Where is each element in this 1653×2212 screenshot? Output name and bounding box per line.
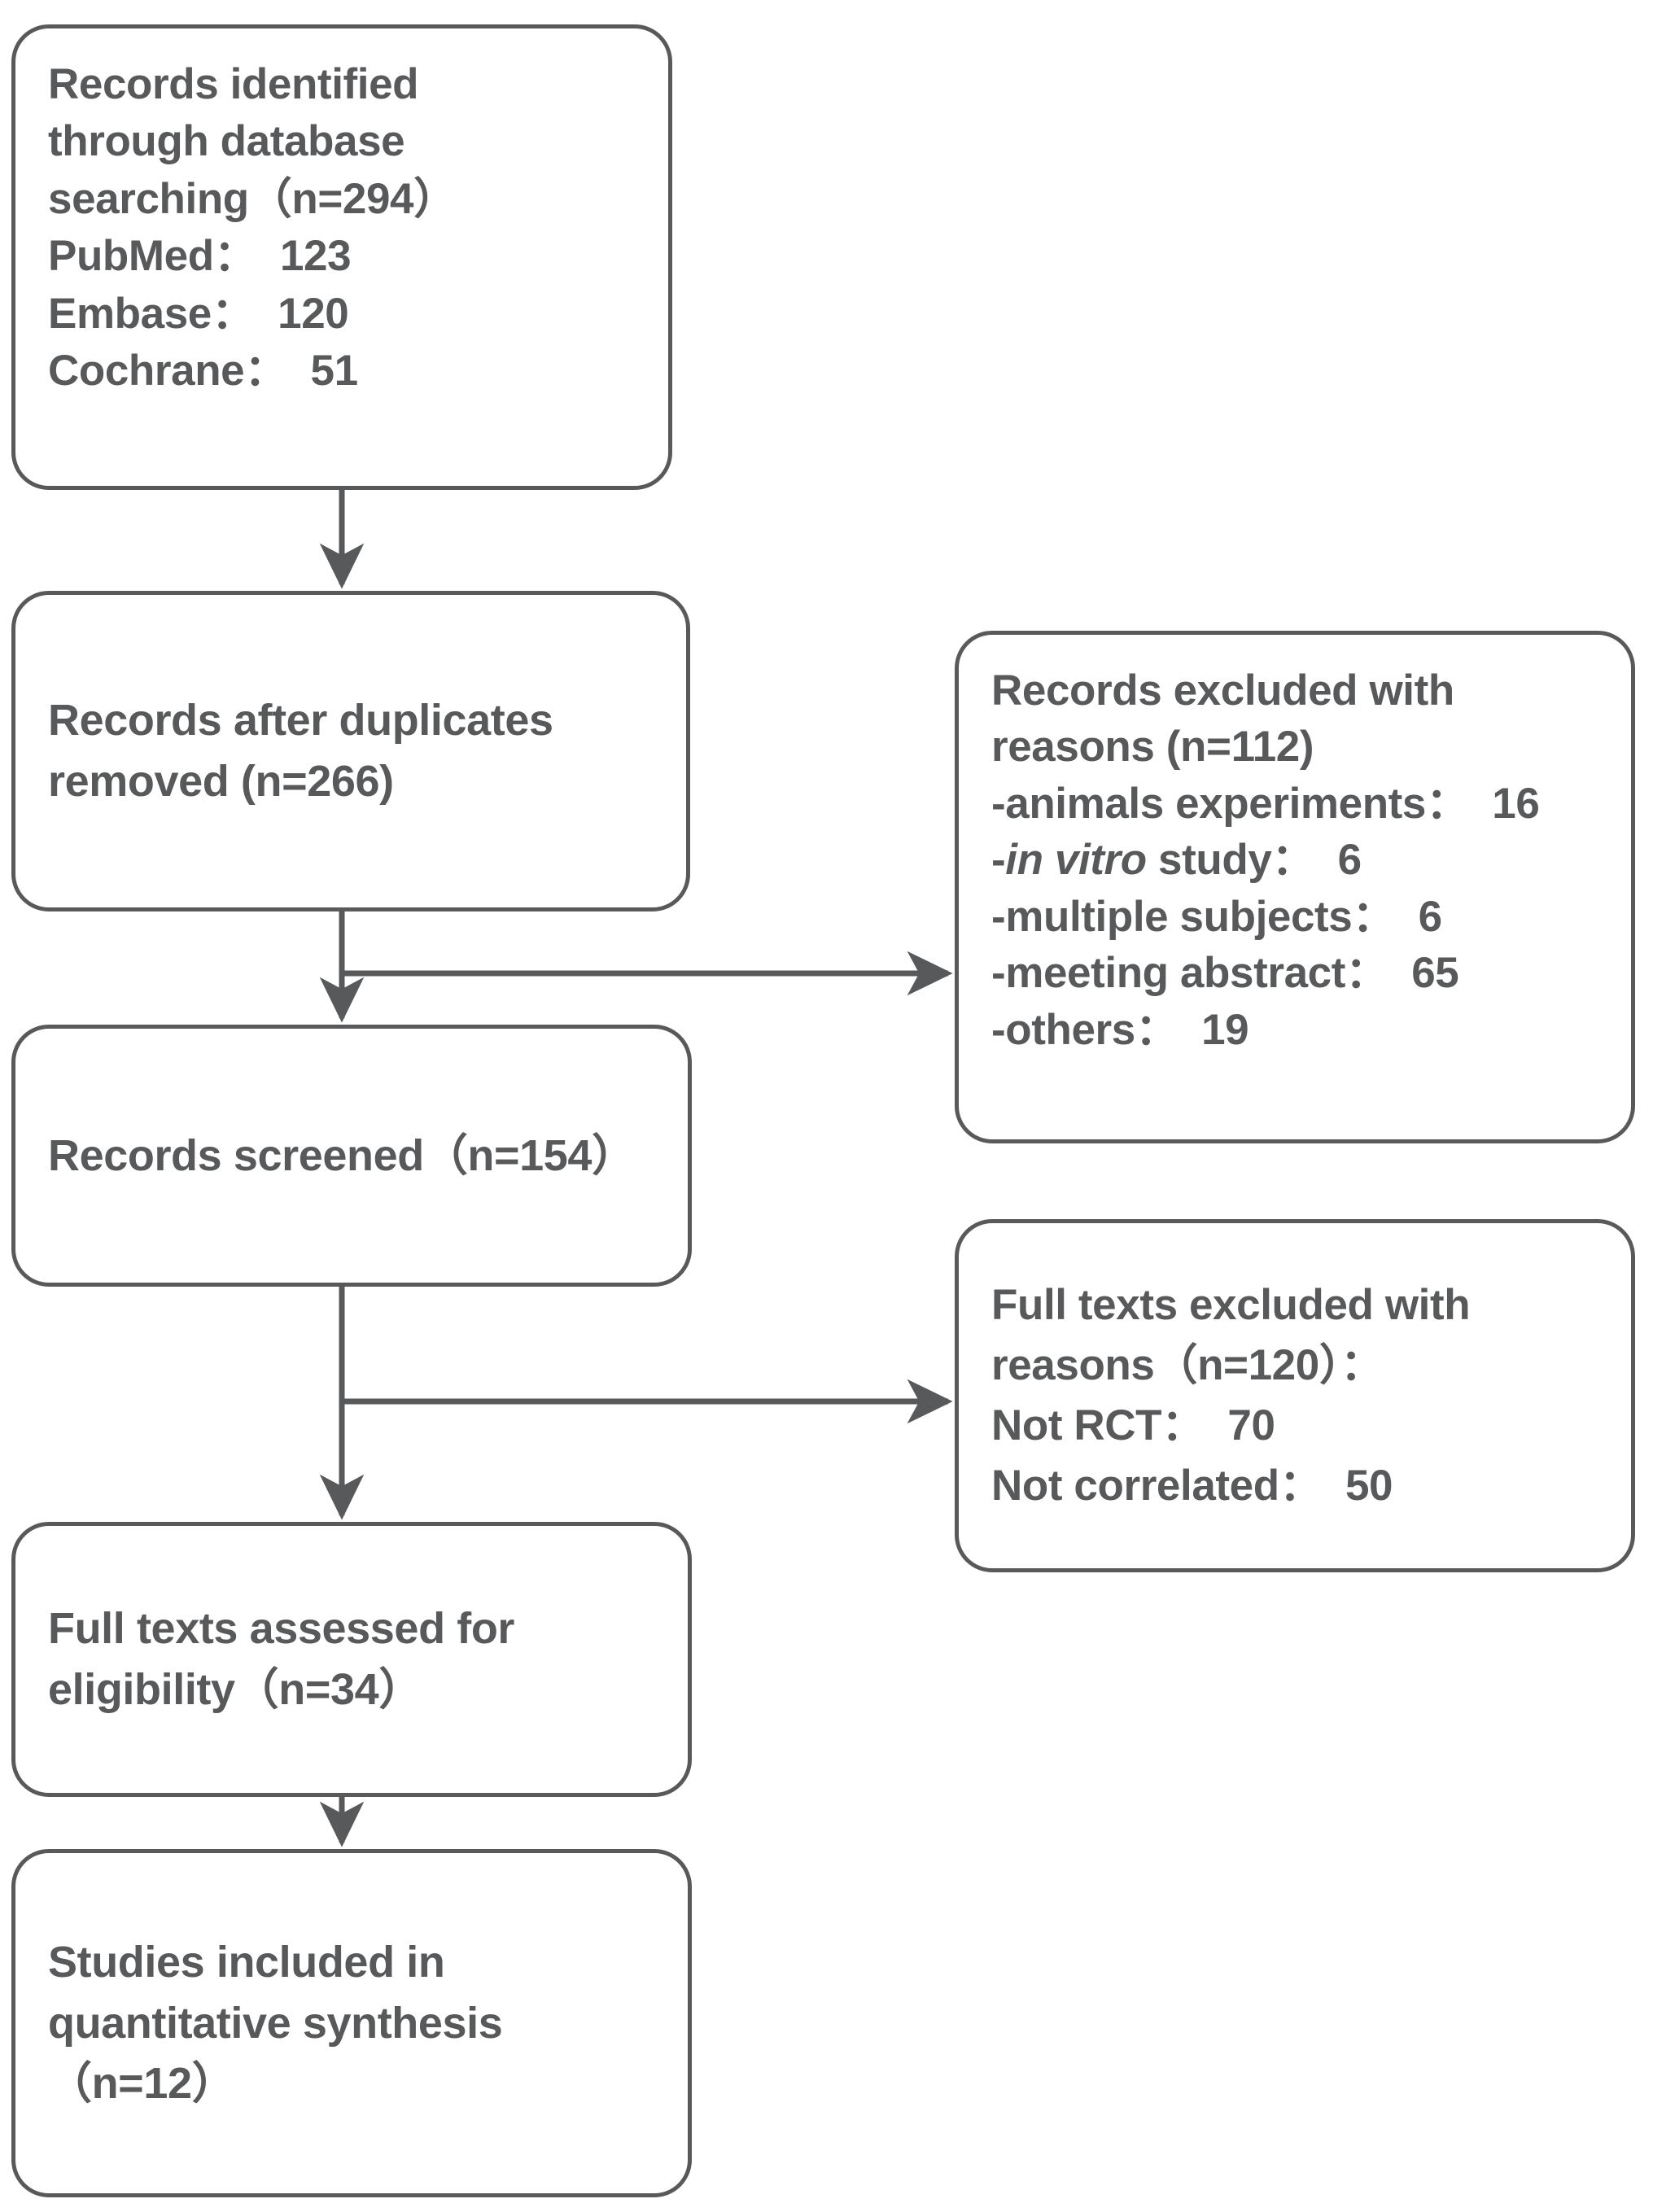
node-line: -multiple subjects： 6 bbox=[991, 892, 1442, 941]
node-line: -animals experiments： 16 bbox=[991, 779, 1540, 828]
node-line: Embase： 120 bbox=[48, 289, 349, 338]
in-vitro-prefix: - bbox=[991, 836, 1006, 885]
node-line: Studies included in bbox=[48, 1938, 445, 1987]
node-line: Full texts excluded with bbox=[991, 1280, 1471, 1329]
node-line: Full texts assessed for bbox=[48, 1604, 515, 1654]
in-vitro-suffix: study： 6 bbox=[1146, 836, 1362, 885]
node-line: reasons (n=112) bbox=[991, 723, 1314, 772]
node-line: reasons（n=120）： bbox=[991, 1340, 1384, 1389]
node-line: Not correlated： 50 bbox=[991, 1462, 1393, 1510]
node-full-texts-excluded: Full texts excluded with reasons（n=120）：… bbox=[955, 1219, 1635, 1572]
node-line: eligibility（n=34） bbox=[48, 1665, 422, 1714]
node-line: （n=12） bbox=[48, 2059, 236, 2109]
node-line: Records after duplicates bbox=[48, 696, 553, 745]
in-vitro-italic: in vitro bbox=[1005, 836, 1147, 885]
node-line: searching（n=294） bbox=[48, 174, 457, 223]
node-line: removed (n=266) bbox=[48, 757, 394, 806]
node-line: quantitative synthesis bbox=[48, 1998, 503, 2048]
node-line: -others： 19 bbox=[991, 1005, 1249, 1054]
node-line: PubMed： 123 bbox=[48, 232, 352, 281]
node-line: Not RCT： 70 bbox=[991, 1401, 1275, 1449]
node-line: -meeting abstract： 65 bbox=[991, 949, 1459, 998]
node-line-in-vitro: -in vitro study： 6 bbox=[991, 832, 1598, 888]
node-line: through database bbox=[48, 117, 405, 166]
node-full-texts-assessed: Full texts assessed for eligibility（n=34… bbox=[11, 1522, 692, 1797]
node-records-after-duplicates-removed: Records after duplicates removed (n=266) bbox=[11, 591, 690, 911]
node-records-screened: Records screened（n=154） bbox=[11, 1025, 692, 1287]
node-line: Records screened（n=154） bbox=[48, 1130, 636, 1180]
node-records-excluded: Records excluded with reasons (n=112) -a… bbox=[955, 631, 1635, 1143]
node-line: Records identified bbox=[48, 60, 419, 108]
node-studies-included: Studies included in quantitative synthes… bbox=[11, 1849, 692, 2197]
node-line: Cochrane： 51 bbox=[48, 347, 358, 396]
node-records-identified: Records identified through database sear… bbox=[11, 24, 672, 490]
node-line: Records excluded with bbox=[991, 667, 1454, 715]
